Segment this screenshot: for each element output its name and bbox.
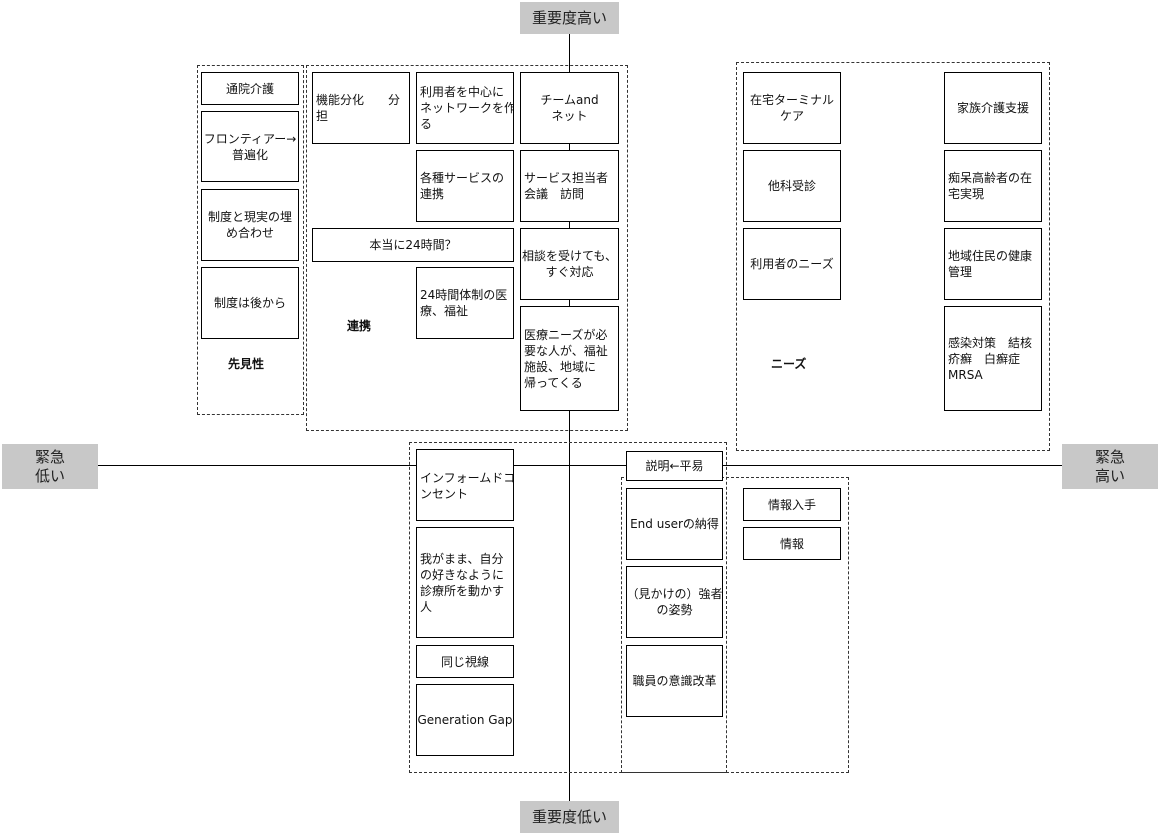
card-chiiki-kenkou: 地域住民の健康 管理 [944, 228, 1042, 300]
card-jouhou-nyuushu: 情報入手 [743, 488, 841, 521]
card-kyousha: （見かけの）強者 の姿勢 [626, 566, 723, 638]
vertical-axis-line [569, 33, 570, 803]
card-taka-jushin: 他科受診 [743, 150, 841, 222]
group-cooperation [306, 65, 628, 431]
axis-label-right: 緊急 高い [1062, 444, 1158, 489]
axis-label-left: 緊急 低い [2, 444, 98, 489]
card-jouhou: 情報 [743, 527, 841, 560]
axis-label-top: 重要度高い [520, 2, 619, 34]
label-needs: ニーズ [771, 357, 807, 371]
card-generation-gap: Generation Gap [416, 684, 514, 756]
card-chihou-koureisha: 痴呆高齢者の在 宅実現 [944, 150, 1042, 222]
card-frontier: フロンティアー→ 普遍化 [201, 111, 299, 182]
card-tsuuin-kaigo: 通院介護 [201, 72, 299, 105]
label-foresight: 先見性 [228, 357, 265, 371]
card-soudan: 相談を受けても、 すぐ対応 [520, 228, 619, 300]
card-onaji-shisen: 同じ視線 [416, 645, 514, 678]
card-kinou-bunka: 機能分化 分 担 [312, 72, 410, 144]
group-needs [736, 62, 1050, 451]
label-cooperation: 連携 [347, 319, 372, 333]
card-riyousha-network: 利用者を中心に ネットワークを作 る [416, 72, 514, 144]
card-shokuin-kaikaku: 職員の意識改革 [626, 645, 723, 717]
card-informed-consent: インフォームドコ ンセント [416, 449, 514, 521]
card-service-meeting: サービス担当者 会議 訪問 [520, 150, 619, 222]
card-end-user: End userの納得 [626, 488, 723, 560]
card-zaitaku-terminal: 在宅ターミナル ケア [743, 72, 841, 144]
group-lower-right [621, 477, 849, 773]
group-foresight [197, 65, 304, 415]
card-kazoku-kaigo: 家族介護支援 [944, 72, 1042, 144]
card-wagamama: 我がまま、自分 の好きなように 診療所を動かす 人 [416, 527, 514, 638]
card-honto-24h: 本当に24時間？ [312, 228, 514, 262]
card-setsumei-heii: 説明←平易 [626, 451, 723, 481]
card-iryou-needs: 医療ニーズが必 要な人が、福祉 施設、地域に 帰ってくる [520, 306, 619, 411]
card-team-net: チームand ネット [520, 72, 619, 144]
card-seido-atokara: 制度は後から [201, 267, 299, 339]
card-riyousha-needs: 利用者のニーズ [743, 228, 841, 300]
card-seido-genjitsu: 制度と現実の埋 め合わせ [201, 189, 299, 261]
card-kakushu-service: 各種サービスの 連携 [416, 150, 514, 222]
axis-label-bottom: 重要度低い [520, 801, 619, 833]
card-kansen-taisaku: 感染対策 結核 疥癬 白癬症 MRSA [944, 306, 1042, 411]
group-lower-left [409, 442, 727, 773]
card-24h-taisei: 24時間体制の医 療、福祉 [416, 267, 514, 339]
horizontal-axis-line [98, 465, 1062, 466]
